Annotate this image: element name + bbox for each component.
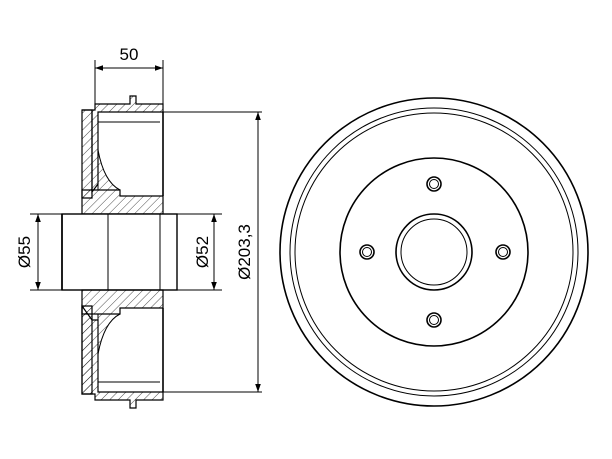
lower-web: [81, 289, 164, 315]
upper-web: [81, 189, 164, 215]
dimension-hub-inner: Ø52: [193, 214, 217, 290]
upper-flange: [81, 109, 93, 199]
bolt-hole-right: [495, 244, 511, 260]
lower-drum-wall: [81, 304, 164, 409]
bolt-hole-left: [359, 244, 375, 260]
dimension-drum-diameter: Ø203,3: [235, 112, 261, 392]
drum-inner-ring: [289, 107, 579, 397]
upper-drum-wall: [82, 95, 164, 194]
bolt-hole-top: [426, 176, 442, 192]
upper-fillet: [97, 112, 121, 191]
center-bore-inner: [400, 218, 468, 286]
hub-bore: [61, 213, 178, 291]
front-view: [279, 97, 589, 407]
hub-outer-label: Ø55: [15, 236, 34, 268]
bolt-holes: [359, 176, 511, 328]
dimension-width: 50: [95, 45, 163, 71]
hub-inner-label: Ø52: [193, 236, 212, 268]
drum-outer-ring: [279, 97, 589, 407]
width-label: 50: [120, 45, 139, 64]
section-view: [30, 60, 262, 409]
bolt-hole-bottom: [426, 312, 442, 328]
center-bore-outer: [395, 213, 473, 291]
drum-diameter-label: Ø203,3: [235, 224, 254, 280]
lower-fillet: [97, 313, 121, 392]
dimension-hub-outer: Ø55: [15, 214, 41, 290]
drum-braking-surface: [294, 112, 574, 392]
hub-flange-circle: [339, 157, 529, 347]
